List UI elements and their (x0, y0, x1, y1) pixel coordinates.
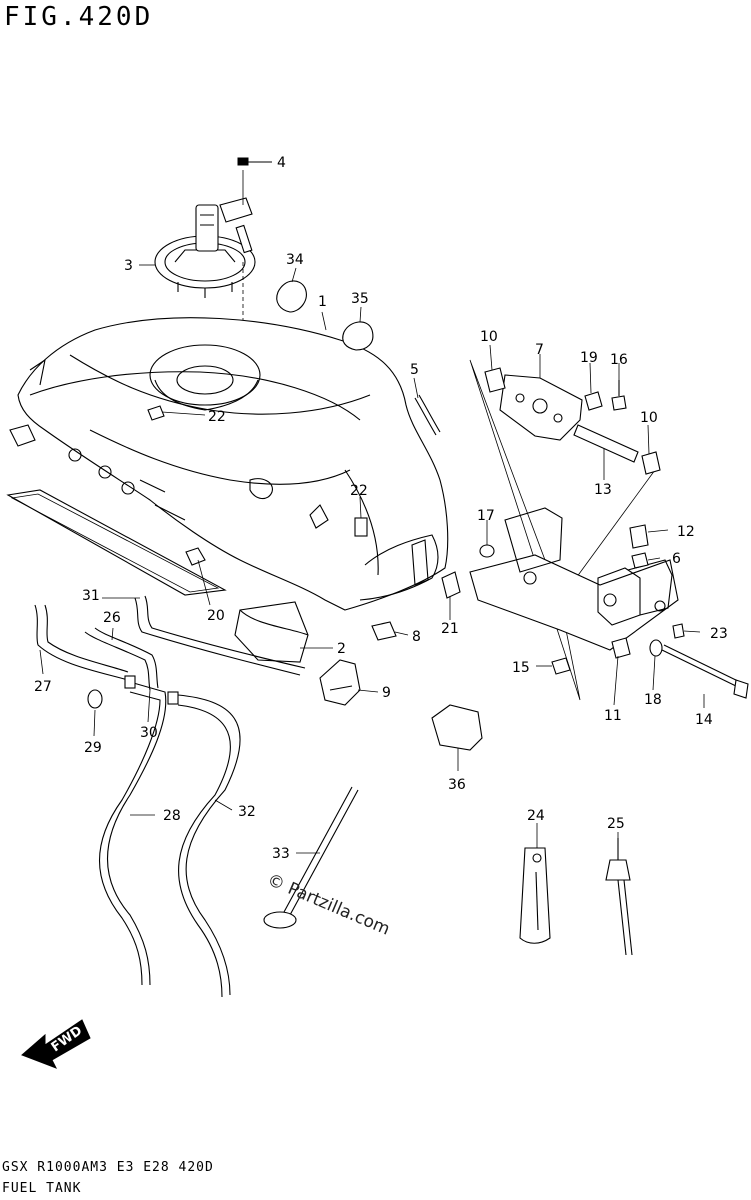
callout-6: 6 (672, 551, 681, 567)
callout-18: 18 (644, 692, 662, 708)
callout-25: 25 (607, 816, 625, 832)
rear-bracket-assembly (469, 359, 749, 701)
callout-29: 29 (84, 740, 102, 756)
callout-1: 1 (318, 294, 327, 310)
fuel-tank (9, 317, 461, 611)
callout-36: 36 (448, 777, 466, 793)
callout-27: 27 (34, 679, 52, 695)
callout-30: 30 (140, 725, 158, 741)
figure-title: FIG.420D (4, 2, 154, 32)
callout-23: 23 (710, 626, 728, 642)
pad-35 (342, 321, 374, 351)
callout-10a: 10 (480, 329, 498, 345)
callout-21: 21 (441, 621, 459, 637)
callout-2: 2 (337, 641, 346, 657)
strap-and-band (519, 838, 633, 956)
callout-22b: 22 (350, 483, 368, 499)
callout-4: 4 (277, 155, 286, 171)
figure-description: FUEL TANK (2, 1181, 82, 1196)
callout-28: 28 (163, 808, 181, 824)
pad-34 (276, 280, 307, 313)
callout-15: 15 (512, 660, 530, 676)
callout-16: 16 (610, 352, 628, 368)
callout-31: 31 (82, 588, 100, 604)
callout-26: 26 (103, 610, 121, 626)
callout-22a: 22 (208, 409, 226, 425)
fuel-cap-assembly (154, 157, 272, 380)
callout-10b: 10 (640, 410, 658, 426)
callout-32: 32 (238, 804, 256, 820)
callout-35: 35 (351, 291, 369, 307)
callout-12: 12 (677, 524, 695, 540)
callout-20: 20 (207, 608, 225, 624)
callout-24: 24 (527, 808, 545, 824)
callout-34: 34 (286, 252, 304, 268)
callout-19: 19 (580, 350, 598, 366)
pad-36 (431, 704, 483, 751)
callout-17: 17 (477, 508, 495, 524)
callout-7: 7 (535, 342, 544, 358)
callout-5: 5 (410, 362, 419, 378)
heat-shield-strip (6, 489, 227, 596)
callout-14: 14 (695, 712, 713, 728)
model-code: GSX R1000AM3 E3 E28 420D (2, 1160, 214, 1175)
level-sender-rod (263, 786, 359, 929)
fwd-arrow: FWD (21, 1019, 91, 1069)
callout-33: 33 (272, 846, 290, 862)
callout-8: 8 (412, 629, 421, 645)
leader-lines (39, 264, 705, 854)
callout-13: 13 (594, 482, 612, 498)
hose-group (34, 595, 306, 998)
collar-and-brackets (234, 601, 397, 706)
callout-labels: 1 2 3 4 5 6 7 8 9 10 10 11 12 13 14 15 1… (34, 155, 728, 862)
callout-11: 11 (604, 708, 622, 724)
callout-3: 3 (124, 258, 133, 274)
callout-9: 9 (382, 685, 391, 701)
